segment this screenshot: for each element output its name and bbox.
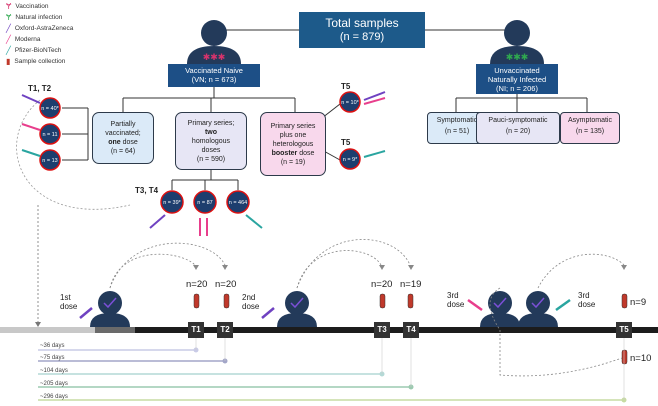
dose-label-3rd-a: 3rd dose — [447, 291, 465, 309]
legend-sample: ▮ Sample collection — [6, 57, 66, 66]
svg-text:n = 40*: n = 40* — [41, 106, 59, 112]
vaccination-icon: Ɏ — [6, 2, 12, 11]
svg-text:✱✱✱: ✱✱✱ — [203, 52, 226, 62]
syringe-icon: ╱ — [6, 46, 11, 55]
pauci-symptomatic-box: Pauci-symptomatic(n = 20) — [476, 112, 560, 144]
dose-label-2nd: 2nd dose — [242, 293, 260, 311]
blood-tube-icon: ▮ — [6, 57, 11, 66]
count-t4: n=19 — [400, 279, 422, 290]
marker-t5: T5 — [616, 322, 632, 338]
count-t5-a: n=9 — [630, 297, 647, 308]
booster-box: Primary series plus one heterologous boo… — [260, 112, 326, 176]
count-t3: n=20 — [371, 279, 393, 290]
days-label-205: ~205 days — [40, 381, 68, 387]
svg-text:n = 39*: n = 39* — [163, 200, 181, 206]
partially-vaccinated-box: Partially vaccinated; one dose (n = 64) — [92, 112, 154, 164]
time-label-t1-t2: T1, T2 — [28, 84, 52, 93]
vaccinated-naive-label: Vaccinated Naive(VN; n = 673) — [168, 64, 260, 87]
svg-text:n = 13: n = 13 — [42, 158, 57, 164]
marker-t2: T2 — [217, 322, 233, 338]
dose-label-3rd-b: 3rd dose — [578, 291, 596, 309]
circle-bottom-2: n = 87 — [193, 190, 217, 214]
infected-person-icon: ✱✱✱ — [490, 20, 544, 64]
days-label-75: ~75 days — [40, 355, 65, 361]
total-samples-box: Total samples (n = 879) — [299, 12, 425, 48]
legend-pfizer: ╱ Pfizer-BioNTech — [6, 46, 62, 55]
dose-label-1st: 1st dose — [60, 293, 78, 311]
virus-icon: Ɏ — [6, 13, 12, 22]
marker-t3: T3 — [374, 322, 390, 338]
marker-t4: T4 — [403, 322, 419, 338]
circle-left-3: n = 13 — [39, 149, 61, 171]
time-label-t5-b: T5 — [341, 138, 351, 147]
legend-oxford: ╱ Oxford-AstraZeneca — [6, 24, 74, 33]
count-t1: n=20 — [186, 279, 208, 290]
time-label-t5-a: T5 — [341, 82, 351, 91]
days-label-296: ~296 days — [40, 394, 68, 400]
svg-text:n = 87: n = 87 — [197, 200, 212, 206]
svg-text:n = 11: n = 11 — [42, 132, 57, 138]
vaccinated-person-icon: ✱✱✱ — [187, 20, 241, 64]
legend-natural-infection: Ɏ Natural infection — [6, 13, 63, 22]
count-t2: n=20 — [215, 279, 237, 290]
legend-moderna: ╱ Moderna — [6, 35, 41, 44]
circle-left-2: n = 11 — [39, 123, 61, 145]
primary-series-box: Primary series; two homologous doses (n … — [175, 112, 247, 170]
svg-text:n = 10*: n = 10* — [341, 100, 359, 106]
svg-text:✱✱✱: ✱✱✱ — [506, 52, 529, 62]
syringe-icon: ╱ — [6, 35, 11, 44]
asymptomatic-box: Asymptomatic(n = 135) — [560, 112, 620, 144]
circle-bottom-3: n = 464 — [226, 190, 250, 214]
time-label-t3-t4: T3, T4 — [135, 186, 159, 195]
legend-vaccination: Ɏ Vaccination — [6, 2, 49, 11]
circle-right-1: n = 10* — [339, 91, 361, 113]
marker-t1: T1 — [188, 322, 204, 338]
days-label-104: ~104 days — [40, 368, 68, 374]
circle-right-2: n = 9* — [339, 148, 361, 170]
circle-bottom-1: n = 39* — [160, 190, 184, 214]
days-label-36: ~36 days — [40, 343, 65, 349]
syringe-icon: ╱ — [6, 24, 11, 33]
svg-text:n = 464: n = 464 — [229, 200, 248, 206]
circle-left-1: n = 40* — [39, 97, 61, 119]
svg-text:n = 9*: n = 9* — [343, 157, 358, 163]
count-t5-b: n=10 — [630, 353, 652, 364]
